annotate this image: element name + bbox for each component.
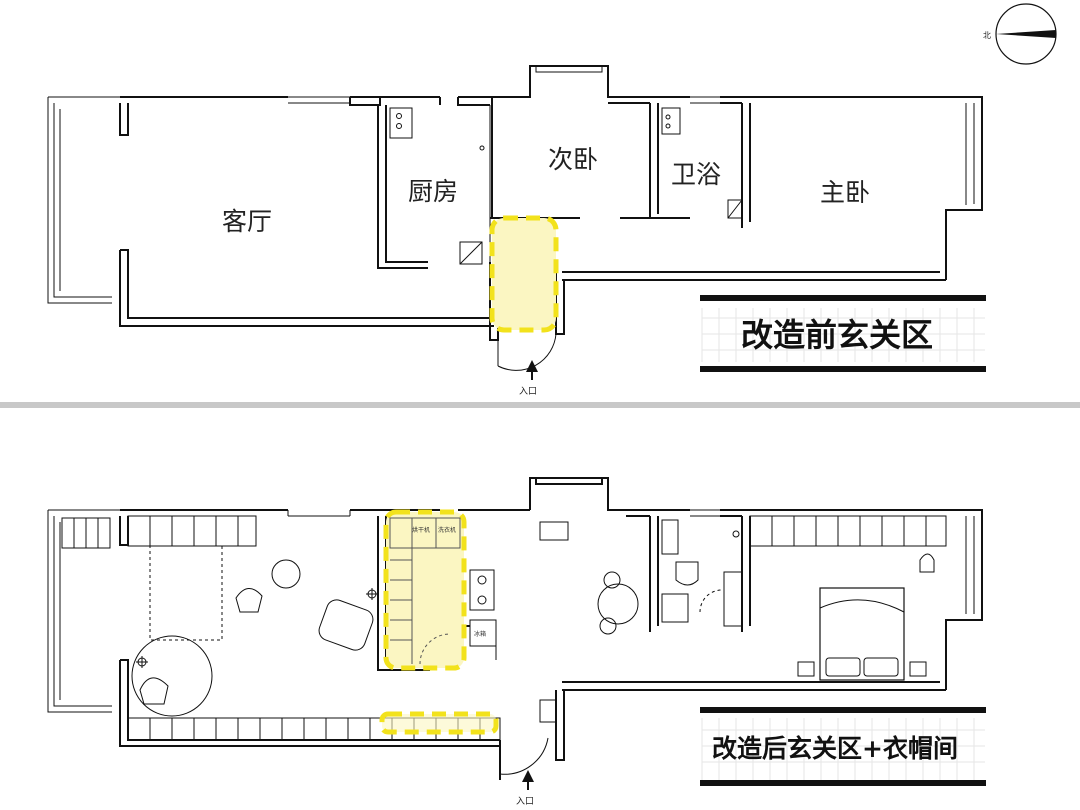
room-living-label: 客厅 xyxy=(222,207,272,236)
caption-after: 改造后玄关区+衣帽间 xyxy=(700,707,986,786)
caption-after-text: 改造后玄关区+衣帽间 xyxy=(712,734,958,763)
compass-needle-icon xyxy=(996,30,1056,38)
dryer-label: 烘干机 xyxy=(412,526,430,534)
entrance-label-after: 入口 xyxy=(516,796,534,807)
room-bathroom-label: 卫浴 xyxy=(671,160,721,189)
plan-before xyxy=(47,65,983,380)
fridge-label: 冰箱 xyxy=(474,630,486,638)
room-kitchen-label: 厨房 xyxy=(408,177,458,206)
caption-before: 改造前玄关区 xyxy=(700,295,986,372)
entryway-highlight-before xyxy=(489,215,559,333)
room-second-bedroom-label: 次卧 xyxy=(548,145,598,174)
section-divider xyxy=(0,402,1080,408)
caption-before-text: 改造前玄关区 xyxy=(741,316,933,354)
room-master-bedroom-label: 主卧 xyxy=(820,178,870,207)
wardrobe-highlight-after xyxy=(383,509,467,671)
shoe-cabinet-highlight-after xyxy=(379,711,499,735)
washer-label: 洗衣机 xyxy=(438,526,456,534)
wardrobe-grid-after xyxy=(389,517,461,665)
compass-north-label: 北 xyxy=(983,31,991,40)
compass: 北 xyxy=(983,3,1057,65)
entrance-label-before: 入口 xyxy=(519,386,537,397)
